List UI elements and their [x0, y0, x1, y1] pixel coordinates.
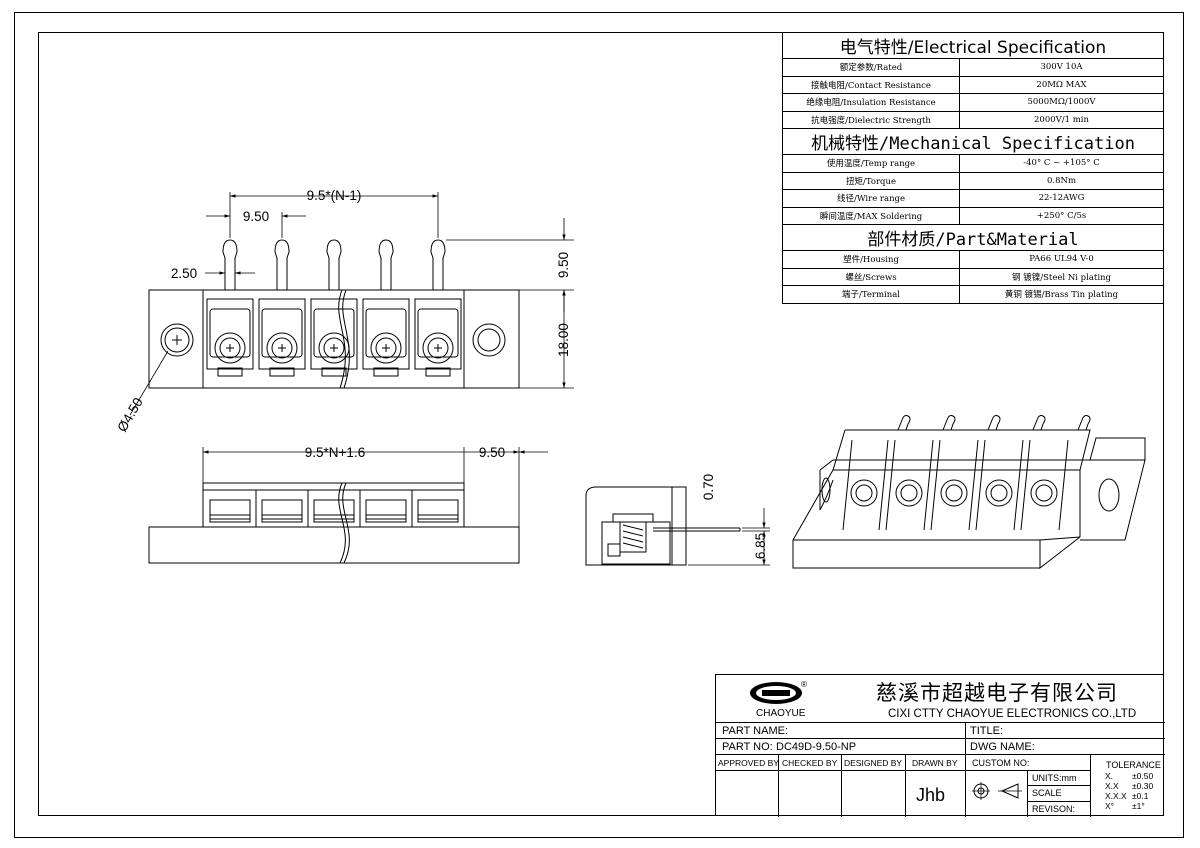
tolerance-value: ±0.50 — [1132, 771, 1154, 781]
revision-label: REVISON: — [1032, 804, 1076, 814]
units-label: UNITS:mm — [1032, 773, 1077, 783]
drawing-border-inner — [38, 32, 1164, 816]
pin-thickness-dim: 0.70 — [701, 474, 716, 500]
tolerance-title: TOLERANCE — [1106, 760, 1161, 770]
tolerance-key: X. — [1105, 771, 1114, 781]
spec-value: 黄铜 镀锡/Brass Tin plating — [959, 285, 1164, 304]
drawing-border-outer — [14, 12, 1184, 838]
pitch-dim: 9.50 — [243, 209, 269, 224]
pitch-formula-dim: 9.5*(N-1) — [307, 188, 362, 203]
projection-symbol-icon — [972, 782, 1022, 800]
custom-no-label: CUSTOM NO: — [972, 758, 1030, 768]
drawn-by-value: Jhb — [916, 785, 946, 805]
side-view — [585, 486, 741, 566]
solder-pins — [222, 239, 446, 290]
isometric-view — [792, 415, 1146, 570]
hole-dia-dim: Ø4.50 — [114, 395, 145, 434]
tolerance-key: X° — [1105, 801, 1115, 811]
mounting-hole-left — [160, 323, 194, 357]
part-name-label: PART NAME: — [722, 725, 789, 737]
pin-width-dim: 2.50 — [171, 266, 197, 281]
specification-table: 电气特性/Electrical Specification 额定参数/Rated… — [782, 32, 1164, 304]
title-block: ® CHAOYUE 慈溪市超越电子有限公司 CIXI CTTY CHAOYUE … — [715, 674, 1165, 817]
scale-label: SCALE — [1032, 788, 1062, 798]
dwg-name-label: DWG NAME: — [970, 741, 1035, 753]
tolerance-value: ±0.1 — [1132, 791, 1149, 801]
side-view-dimensions — [688, 508, 770, 566]
company-name-cn: 慈溪市超越电子有限公司 — [876, 681, 1118, 705]
side-height-dim: 6.85 — [753, 533, 768, 559]
length-formula-dim: 9.5*N+1.6 — [305, 445, 365, 460]
company-logo-icon: ® — [750, 680, 807, 704]
iso-mounting-hole — [1098, 478, 1120, 512]
part-no-value: DC49D-9.50-NP — [776, 741, 857, 753]
end-offset-dim: 9.50 — [479, 445, 505, 460]
spec-row: 使用温度/Temp range-40° C ~ +105° C — [782, 154, 1164, 173]
spec-row: 瞬间温度/MAX Soldering+250° C/5s — [782, 206, 1164, 225]
tolerance-value: ±1° — [1132, 801, 1145, 811]
company-name-en: CIXI CTTY CHAOYUE ELECTRONICS CO.,LTD — [888, 708, 1137, 720]
svg-text:®: ® — [801, 680, 807, 689]
electrical-spec-header: 电气特性/Electrical Specification — [782, 32, 1164, 59]
part-no-label: PART NO: — [722, 741, 773, 753]
mounting-hole-right — [472, 323, 506, 357]
terminal-cells — [206, 298, 462, 377]
top-view-dimensions — [129, 192, 574, 416]
designed-by-label: DESIGNED BY — [844, 758, 903, 768]
drawn-by-label: DRAWN BY — [912, 758, 958, 768]
tolerance-key: X.X — [1105, 781, 1119, 791]
tolerance-value: ±0.30 — [1132, 781, 1154, 791]
top-view — [148, 239, 520, 389]
front-view — [148, 482, 520, 564]
mechanical-spec-header: 机械特性/Mechanical Specification — [782, 128, 1164, 155]
front-view-dimensions — [202, 447, 548, 527]
checked-by-label: CHECKED BY — [782, 758, 838, 768]
tolerance-key: X.X.X — [1105, 791, 1127, 801]
approved-by-label: APPROVED BY — [718, 758, 779, 768]
material-spec-header: 部件材质/Part&Material — [782, 224, 1164, 251]
body-height-dim: 18.00 — [556, 323, 571, 357]
pin-height-dim: 9.50 — [556, 252, 571, 278]
logo-text: CHAOYUE — [756, 708, 806, 719]
title-label: TITLE: — [970, 725, 1004, 737]
